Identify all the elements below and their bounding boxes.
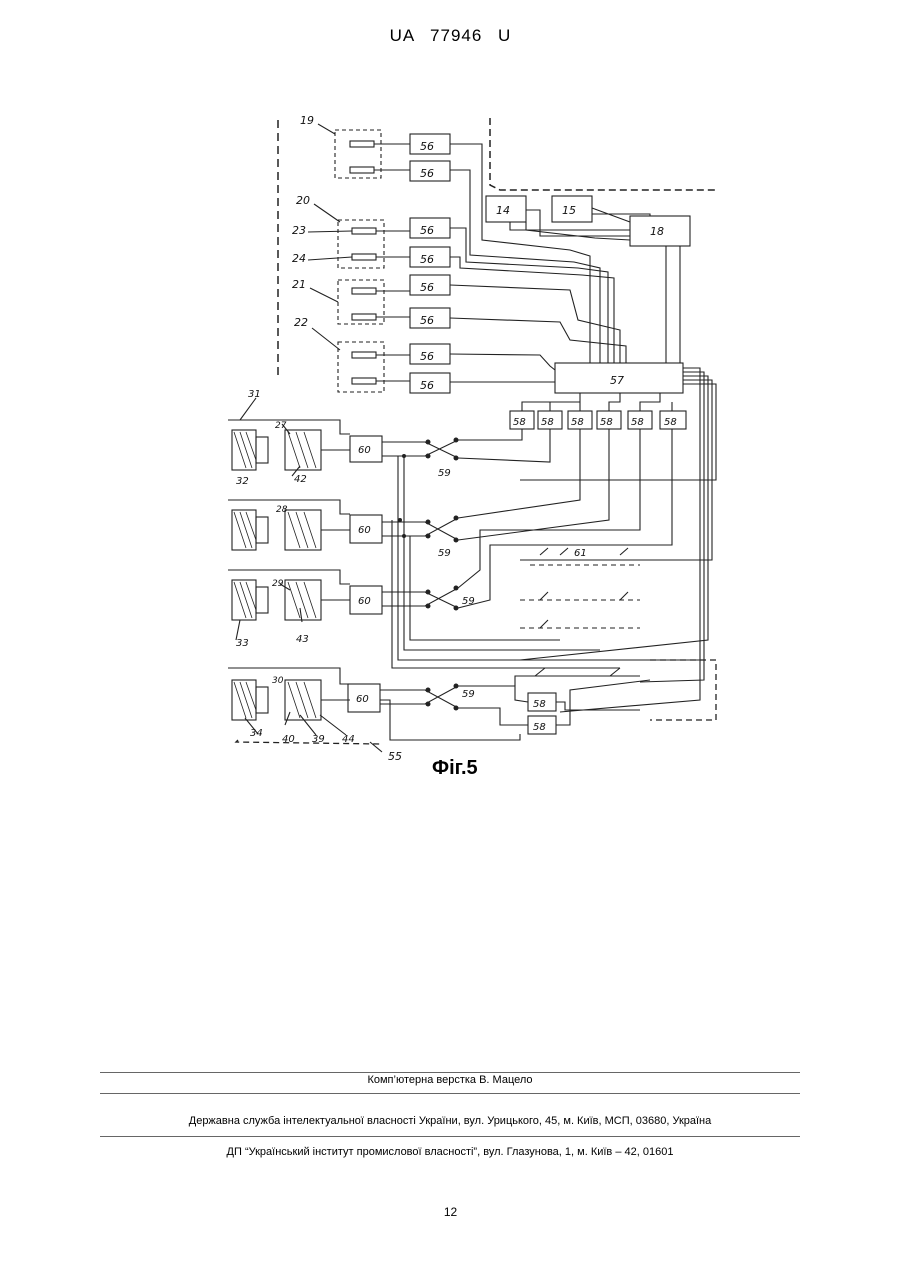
label-20: 20 xyxy=(296,194,310,207)
label-58: 58 xyxy=(513,417,526,428)
footer-office-address: Державна служба інтелектуальної власност… xyxy=(100,1115,800,1127)
label-59: 59 xyxy=(438,468,451,479)
label-58: 58 xyxy=(571,417,584,428)
label-56: 56 xyxy=(420,379,434,392)
label-58: 58 xyxy=(631,417,644,428)
figure-caption: Фіг.5 xyxy=(432,757,478,780)
label-56: 56 xyxy=(420,224,434,237)
label-59: 59 xyxy=(462,689,475,700)
blocks-60 xyxy=(348,436,382,712)
label-40: 40 xyxy=(282,734,295,745)
label-23: 23 xyxy=(292,224,306,237)
label-56: 56 xyxy=(420,281,434,294)
divider xyxy=(100,1093,800,1094)
label-56: 56 xyxy=(420,140,434,153)
label-60: 60 xyxy=(358,525,371,536)
label-60: 60 xyxy=(358,596,371,607)
label-27: 27 xyxy=(275,421,287,431)
footer-layout-credit: Комп’ютерна верстка В. Мацело xyxy=(100,1074,800,1086)
label-60: 60 xyxy=(356,694,369,705)
dashed-region-bottom xyxy=(236,740,380,744)
label-42: 42 xyxy=(294,474,307,485)
label-28: 28 xyxy=(276,505,288,515)
label-30: 30 xyxy=(272,676,284,686)
label-58: 58 xyxy=(600,417,613,428)
label-21: 21 xyxy=(292,278,306,291)
label-61: 61 xyxy=(574,548,587,559)
label-58: 58 xyxy=(541,417,554,428)
blocks-58-row xyxy=(510,411,686,429)
label-31: 31 xyxy=(248,389,261,400)
label-57: 57 xyxy=(610,374,624,387)
label-55: 55 xyxy=(388,750,402,763)
label-39: 39 xyxy=(312,734,325,745)
label-58: 58 xyxy=(664,417,677,428)
label-56: 56 xyxy=(420,253,434,266)
dashed-region-bottom-right xyxy=(650,660,716,720)
label-59: 59 xyxy=(462,596,475,607)
circuit-diagram-figure-5: 56 56 56 56 56 56 56 56 14 15 18 57 58 5… xyxy=(0,0,901,800)
footer-institute-address: ДП “Український інститут промислової вла… xyxy=(100,1146,800,1158)
label-34: 34 xyxy=(250,728,263,739)
label-43: 43 xyxy=(296,634,309,645)
label-58: 58 xyxy=(533,722,546,733)
label-60: 60 xyxy=(358,445,371,456)
label-56: 56 xyxy=(420,350,434,363)
divider xyxy=(100,1072,800,1073)
sensor-group-20 xyxy=(338,220,384,268)
label-18: 18 xyxy=(650,225,664,238)
label-59: 59 xyxy=(438,548,451,559)
label-19: 19 xyxy=(300,114,314,127)
dashed-region-top xyxy=(490,118,716,190)
label-44: 44 xyxy=(342,734,355,745)
label-33: 33 xyxy=(236,638,249,649)
page-number: 12 xyxy=(0,1205,901,1219)
divider xyxy=(100,1136,800,1137)
label-32: 32 xyxy=(236,476,249,487)
label-24: 24 xyxy=(292,252,306,265)
label-56: 56 xyxy=(420,167,434,180)
label-22: 22 xyxy=(294,316,308,329)
label-15: 15 xyxy=(562,204,576,217)
label-56: 56 xyxy=(420,314,434,327)
label-14: 14 xyxy=(496,204,510,217)
label-29: 29 xyxy=(272,579,284,589)
label-58: 58 xyxy=(533,699,546,710)
